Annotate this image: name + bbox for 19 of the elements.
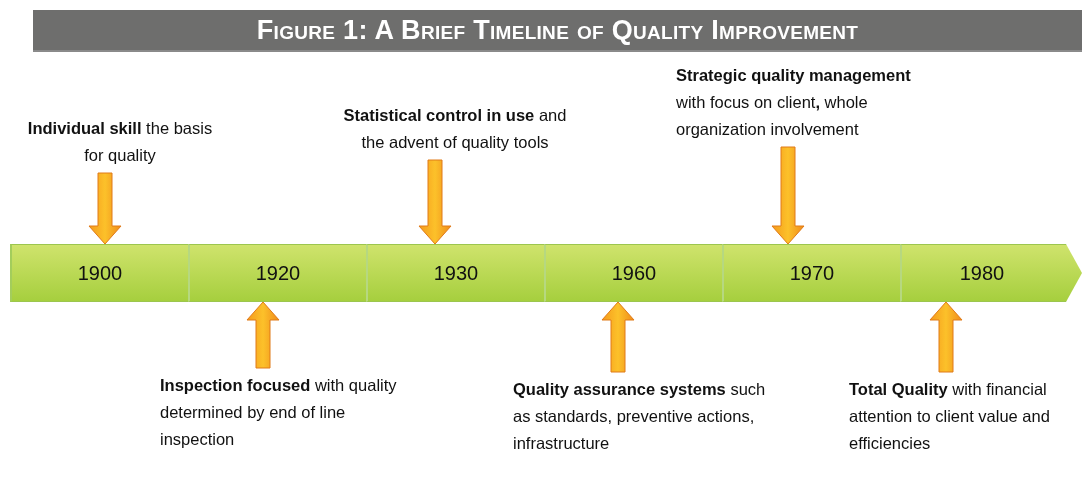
milestone-note: Strategic quality management with focus on client, whole organization involvement (676, 62, 921, 143)
timeline-segment: 1900 (10, 244, 188, 302)
milestone-note: Individual skill the basis for quality (22, 115, 218, 169)
timeline-segment: 1930 (366, 244, 544, 302)
title-banner: Figure 1: A Brief Timeline of Quality Improvement (33, 10, 1082, 52)
arrow (88, 172, 122, 245)
timeline-segment: 1970 (722, 244, 900, 302)
arrow (929, 301, 963, 373)
arrow (246, 301, 280, 369)
timeline-segment: 1960 (544, 244, 722, 302)
arrow (601, 301, 635, 373)
timeline-segment: 1920 (188, 244, 366, 302)
arrow (418, 159, 452, 245)
milestone-note: Quality assurance systems such as standards, preventive actions, infrastructure (513, 376, 771, 457)
timeline-segment: 1980 (900, 244, 1082, 302)
milestone-note: Total Quality with financial attention to client value and efficiencies (849, 376, 1077, 457)
arrow (771, 146, 805, 245)
milestone-note: Statistical control in use and the advent of quality tools (330, 102, 580, 156)
milestone-note: Inspection focused with quality determined by end of line inspection (160, 372, 400, 453)
